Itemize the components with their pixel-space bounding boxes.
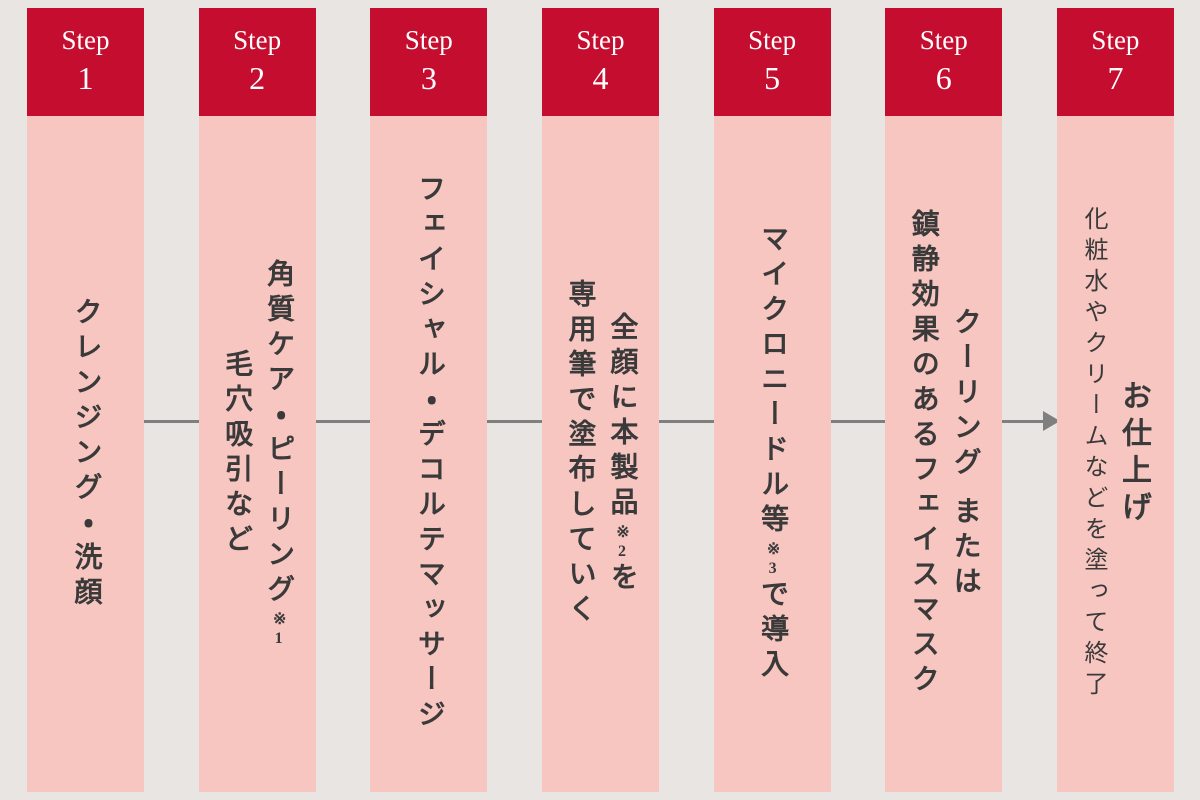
step-description: フェイシャル・デコルテマッサージ: [408, 174, 450, 734]
description-line: 専用筆で塗布していく: [564, 279, 596, 629]
step-header: Step 2: [198, 8, 316, 116]
step-description: 全顔に本製品※2を 専用筆で塗布していく: [558, 279, 642, 629]
step-column-4: Step 4 全顔に本製品※2を 専用筆で塗布していく: [541, 8, 659, 792]
step-body: フェイシャル・デコルテマッサージ: [370, 116, 488, 792]
step-number: 7: [1107, 60, 1124, 97]
step-description: マイクロニードル等※3で導入: [751, 224, 793, 684]
step-description: クレンジング・洗顔: [65, 297, 107, 612]
step-label: Step: [576, 25, 625, 56]
step-header: Step 1: [27, 8, 144, 116]
step-header: Step 6: [885, 8, 1003, 116]
step-body: 全顔に本製品※2を 専用筆で塗布していく: [541, 116, 659, 792]
footnote-marker: ※2: [613, 521, 631, 562]
description-line: お仕上げ: [1116, 380, 1150, 528]
step-column-2: Step 2 角質ケア・ピーリング※1 毛穴吸引など: [198, 8, 316, 792]
description-line: クレンジング・洗顔: [70, 296, 102, 612]
step-number: 3: [420, 60, 437, 97]
step-body: 角質ケア・ピーリング※1 毛穴吸引など: [198, 116, 316, 792]
step-header: Step 3: [370, 8, 488, 116]
step-description: お仕上げ 化粧水やクリームなどを塗って終了: [1075, 206, 1156, 702]
step-body: クーリング または 鎮静効果のあるフェイスマスク: [885, 116, 1003, 792]
step-number: 6: [935, 60, 952, 97]
step-column-6: Step 6 クーリング または 鎮静効果のあるフェイスマスク: [885, 8, 1003, 792]
description-line: フェイシャル・デコルテマッサージ: [413, 174, 445, 734]
step-label: Step: [404, 25, 453, 56]
step-header: Step 4: [541, 8, 659, 116]
description-line: 毛穴吸引など: [221, 349, 253, 559]
step-body: マイクロニードル等※3で導入: [713, 116, 831, 792]
step-column-1: Step 1 クレンジング・洗顔: [27, 8, 144, 792]
step-label: Step: [919, 25, 968, 56]
description-line: マイクロニードル等※3で導入: [757, 224, 789, 684]
step-number: 1: [77, 60, 94, 97]
step-label: Step: [748, 25, 797, 56]
description-line: 角質ケア・ピーリング※1: [263, 259, 295, 649]
step-header: Step 5: [713, 8, 831, 116]
step-header: Step 7: [1056, 8, 1174, 116]
step-number: 2: [249, 60, 266, 97]
step-number: 5: [764, 60, 781, 97]
step-body: お仕上げ 化粧水やクリームなどを塗って終了: [1056, 116, 1174, 792]
step-body: クレンジング・洗顔: [27, 116, 144, 792]
footnote-marker: ※3: [764, 539, 782, 579]
step-column-5: Step 5 マイクロニードル等※3で導入: [713, 8, 831, 792]
step-label: Step: [61, 25, 110, 56]
step-label: Step: [233, 25, 282, 56]
step-description: クーリング または 鎮静効果のあるフェイスマスク: [902, 209, 986, 699]
step-column-7: Step 7 お仕上げ 化粧水やクリームなどを塗って終了: [1056, 8, 1174, 792]
description-line: 化粧水やクリームなどを塗って終了: [1079, 206, 1106, 702]
step-label: Step: [1091, 25, 1140, 56]
step-columns: Step 1 クレンジング・洗顔 Step 2 角質ケア・ピーリング※1 毛穴吸…: [27, 8, 1174, 792]
step-column-3: Step 3 フェイシャル・デコルテマッサージ: [370, 8, 488, 792]
description-line: 全顔に本製品※2を: [606, 311, 638, 597]
description-line: 鎮静効果のあるフェイスマスク: [907, 209, 939, 699]
description-line: クーリング または: [949, 307, 981, 601]
flow-arrow-head-icon: [1043, 411, 1060, 431]
step-number: 4: [592, 60, 609, 97]
footnote-marker: ※1: [270, 609, 288, 649]
step-description: 角質ケア・ピーリング※1 毛穴吸引など: [215, 259, 299, 649]
